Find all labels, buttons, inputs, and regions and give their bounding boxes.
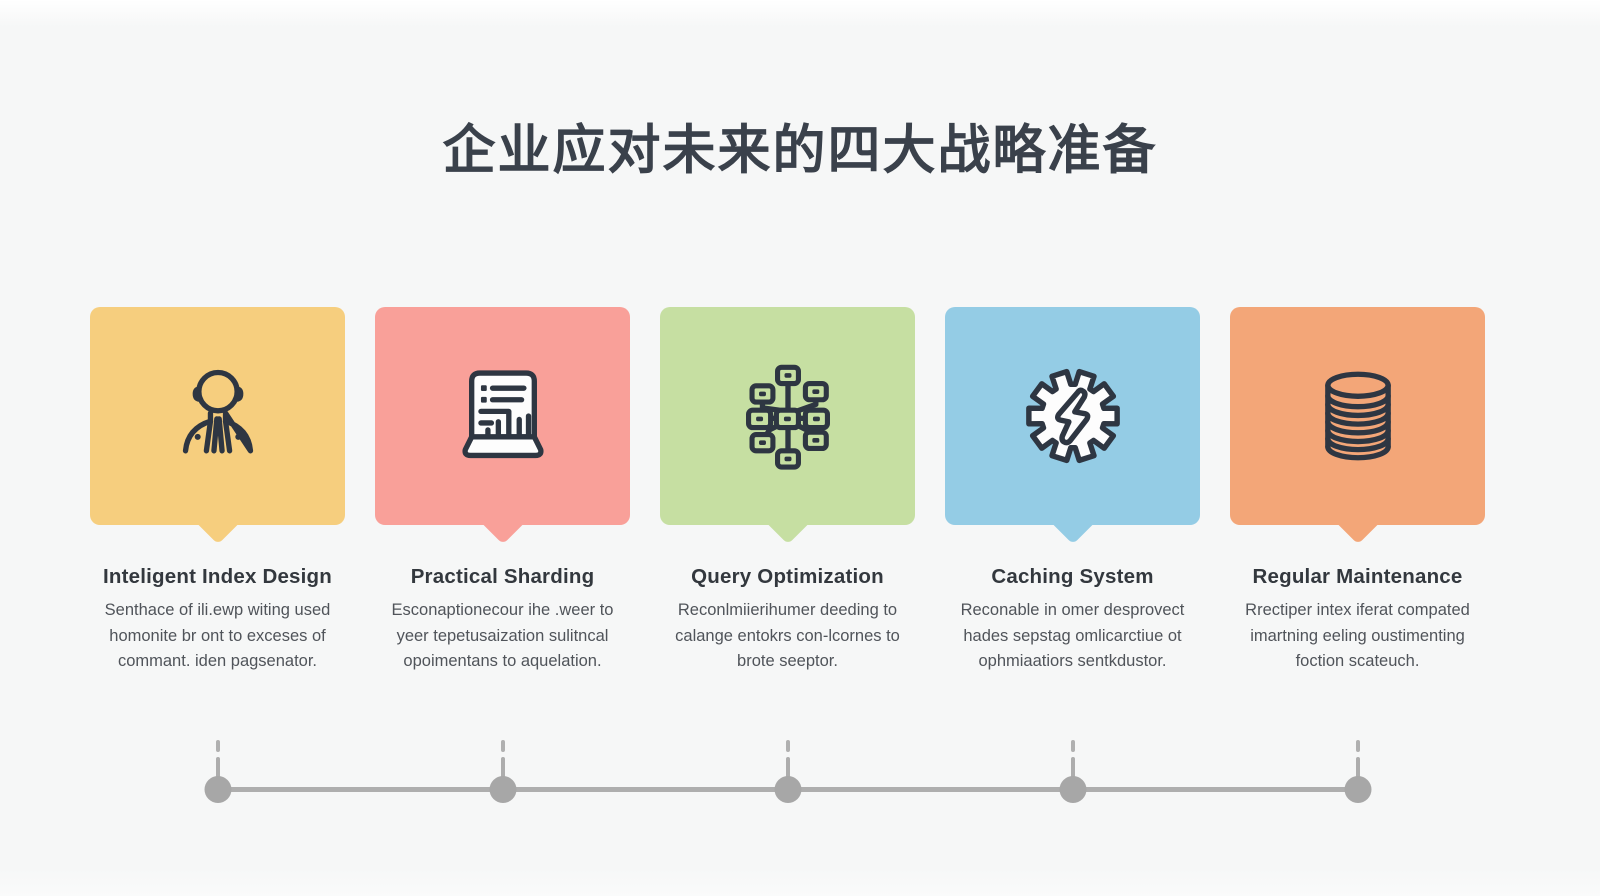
card-bubble xyxy=(90,307,345,545)
card-description: Esconaptionecour ihe .weer to yeer tepet… xyxy=(391,601,614,670)
timeline-dot xyxy=(489,776,516,803)
card-bubble xyxy=(375,307,630,545)
timeline-connector-stem xyxy=(500,757,505,784)
card-bubble xyxy=(945,307,1200,545)
database-stack-icon xyxy=(1324,371,1391,461)
network-nodes-icon xyxy=(745,364,830,470)
card-title: Practical Sharding xyxy=(410,565,595,588)
card-description: Rrectiper intex iferat compated imartnin… xyxy=(1245,601,1470,670)
timeline-dot xyxy=(1344,776,1371,803)
timeline-dot xyxy=(204,776,231,803)
card-description: Senthace of ili.ewp witing used homonite… xyxy=(104,601,331,670)
timeline-connector-dash xyxy=(1355,740,1360,752)
user-icon xyxy=(182,369,253,454)
card-bubble xyxy=(660,307,915,545)
card-title: Query Optimization xyxy=(691,565,884,588)
strategy-cards-row: Inteligent Index Design Senthace of ili.… xyxy=(90,307,1485,675)
card-description: Reconlmiierihumer deeding to calange ent… xyxy=(675,601,900,670)
timeline-node-5 xyxy=(1230,726,1485,826)
timeline-connector-stem xyxy=(1355,757,1360,784)
card-title: Inteligent Index Design xyxy=(103,565,332,588)
strategy-card-3: Query Optimization Reconlmiierihumer dee… xyxy=(660,307,915,675)
card-bubble xyxy=(1230,307,1485,545)
page-title: 企业应对未来的四大战略准备 xyxy=(442,121,1158,180)
timeline-connector-stem xyxy=(785,757,790,784)
strategy-card-1: Inteligent Index Design Senthace of ili.… xyxy=(90,307,345,675)
gear-lightning-icon xyxy=(1025,368,1120,464)
timeline-dot xyxy=(774,776,801,803)
strategy-card-4: Caching System Reconable in omer desprov… xyxy=(945,307,1200,675)
bubble-pointer xyxy=(765,500,810,545)
timeline-connector-dash xyxy=(785,740,790,752)
timeline-connector-dash xyxy=(500,740,505,752)
card-description: Reconable in omer desprovect hades sepst… xyxy=(960,601,1185,670)
strategy-card-2: Practical Sharding Esconaptionecour ihe … xyxy=(375,307,630,675)
timeline-connector-stem xyxy=(1070,757,1075,784)
analytics-board-icon xyxy=(461,370,544,459)
timeline-node-1 xyxy=(90,726,345,826)
timeline-connector-dash xyxy=(215,740,220,752)
bubble-pointer xyxy=(1335,500,1380,545)
bubble-pointer xyxy=(195,500,240,545)
timeline xyxy=(90,726,1485,826)
strategy-card-5: Regular Maintenance Rrectiper intex ifer… xyxy=(1230,307,1485,675)
card-title: Caching System xyxy=(991,565,1154,588)
bubble-pointer xyxy=(480,500,525,545)
card-title: Regular Maintenance xyxy=(1252,565,1463,588)
timeline-node-4 xyxy=(945,726,1200,826)
timeline-connector-dash xyxy=(1070,740,1075,752)
timeline-node-2 xyxy=(375,726,630,826)
bubble-pointer xyxy=(1050,500,1095,545)
timeline-connector-stem xyxy=(215,757,220,784)
timeline-dot xyxy=(1059,776,1086,803)
timeline-node-3 xyxy=(660,726,915,826)
